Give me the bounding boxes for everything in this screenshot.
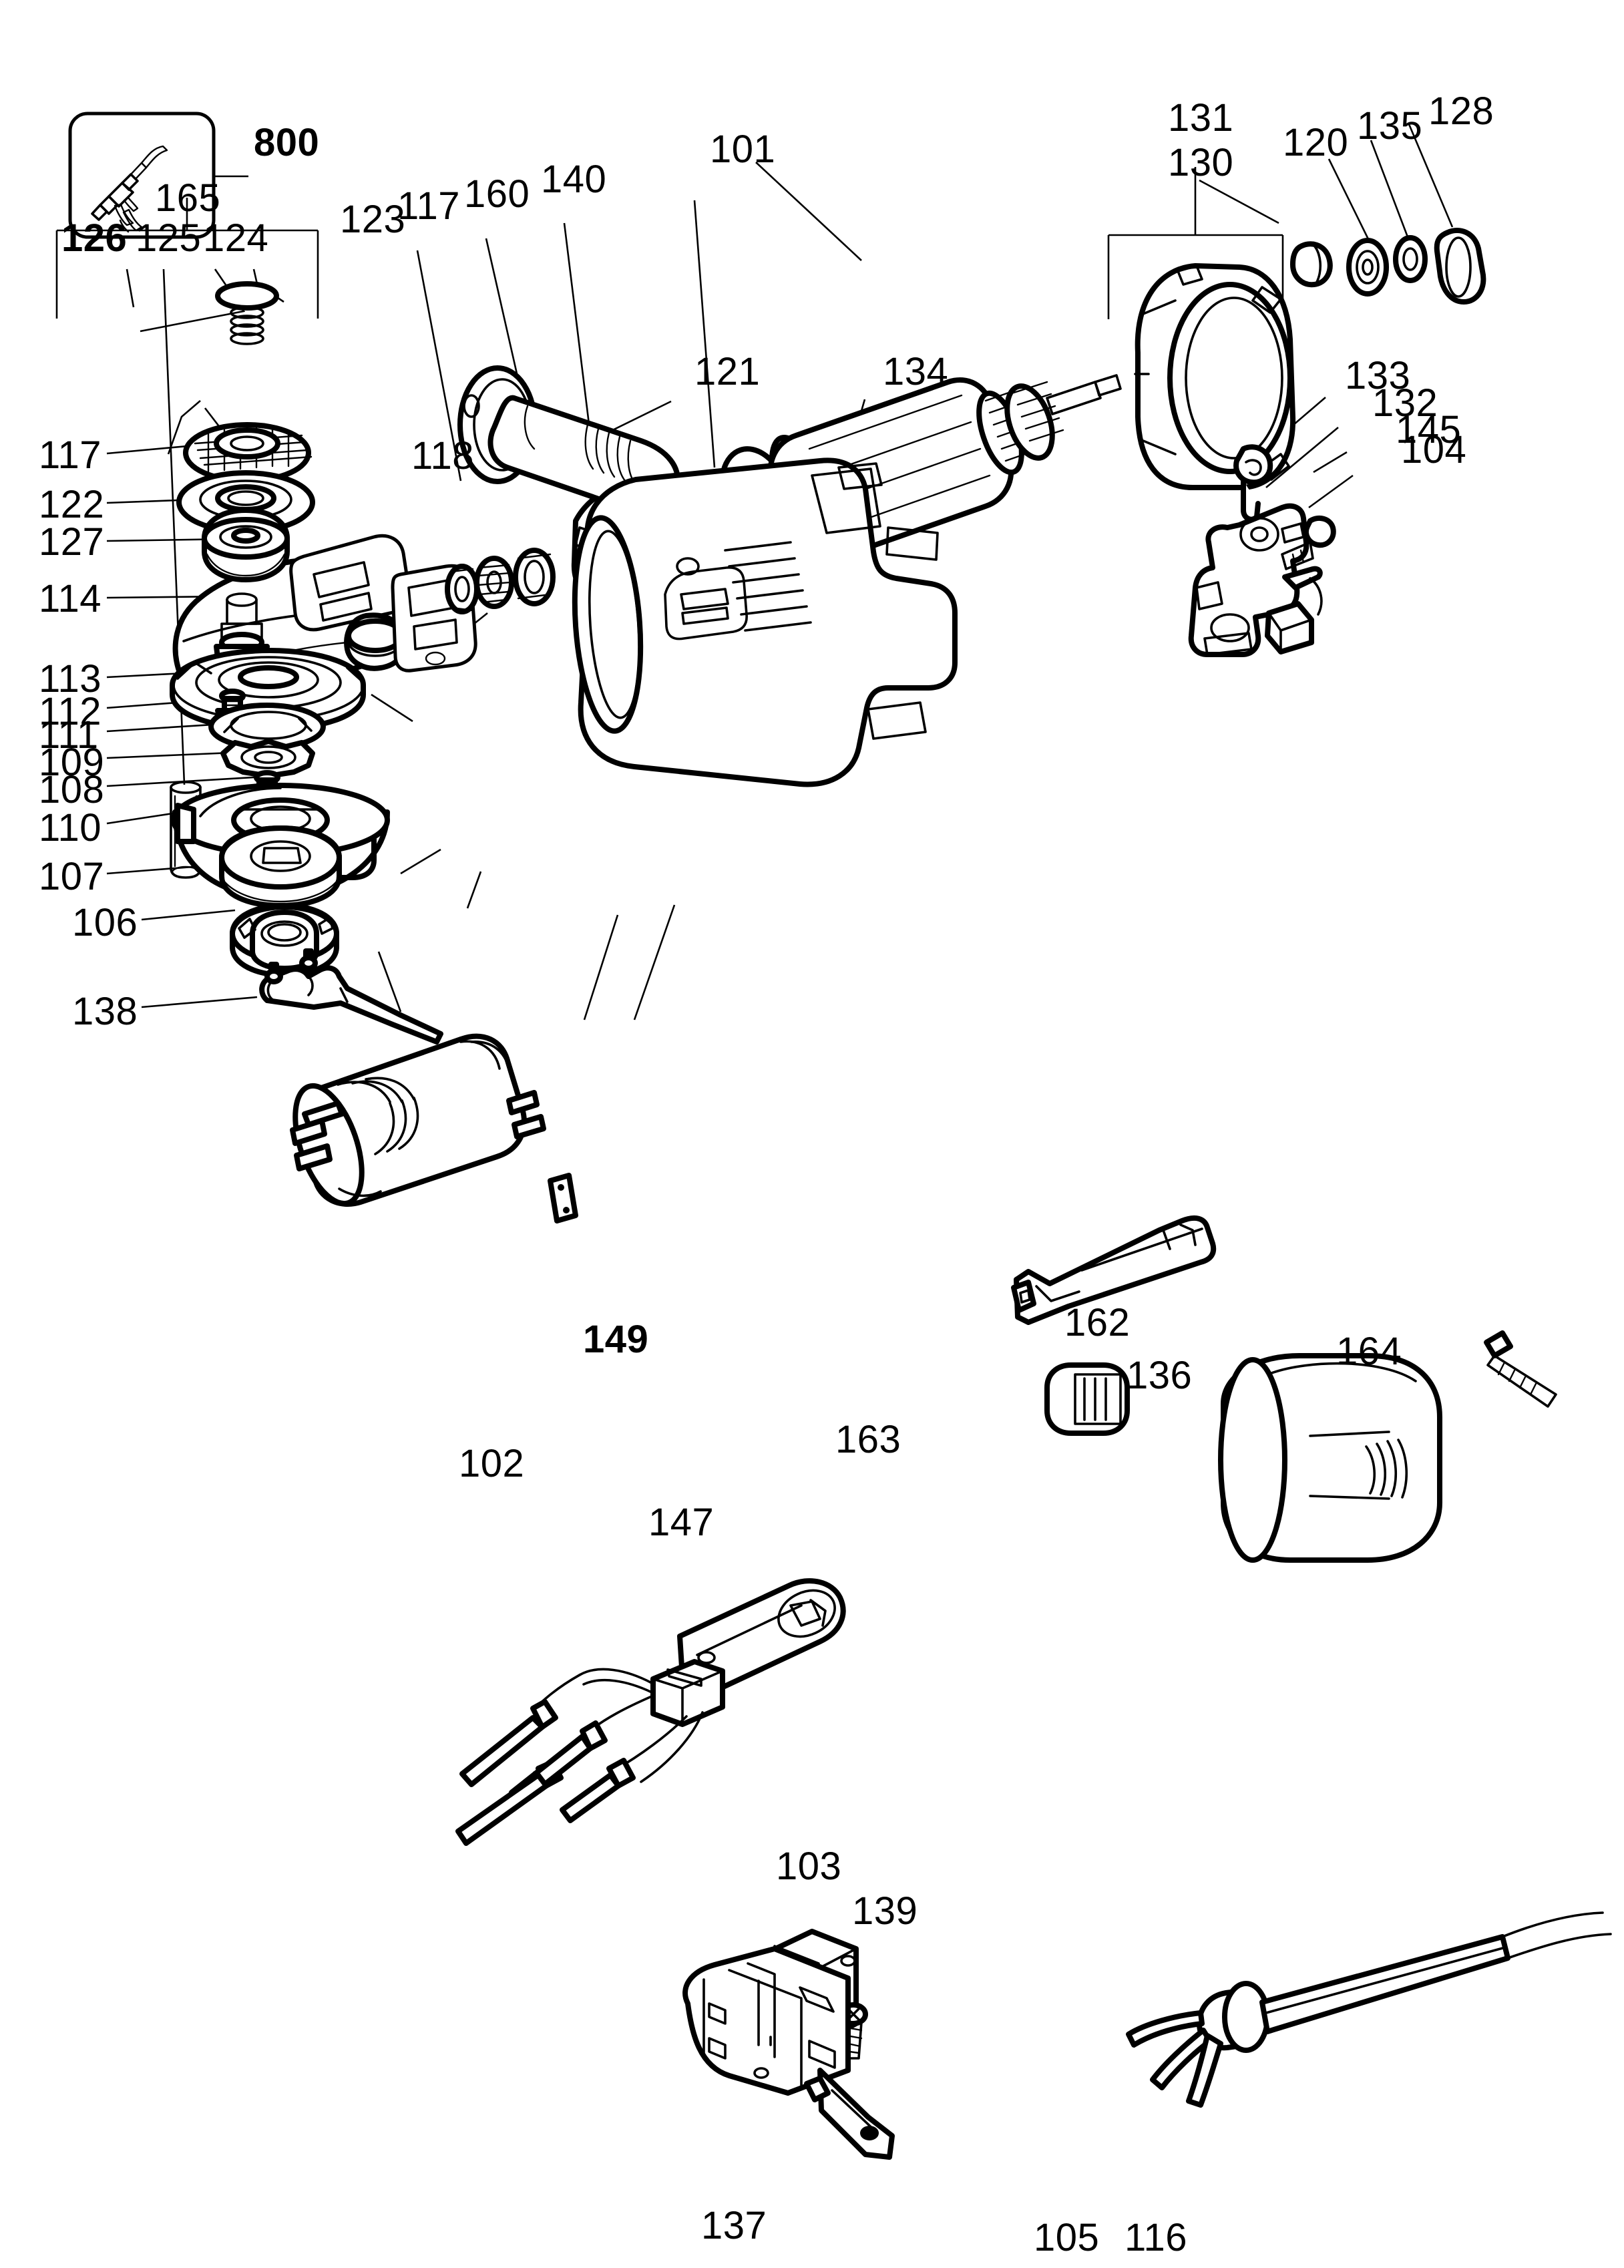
callout-139: 139 bbox=[852, 1889, 918, 1933]
part-127-bearing bbox=[202, 508, 290, 582]
part-109-lock-washer bbox=[220, 739, 315, 779]
callout-164: 164 bbox=[1336, 1330, 1402, 1373]
callout-121: 121 bbox=[694, 350, 761, 393]
callout-125: 125 bbox=[136, 216, 202, 260]
part-117-top-bearing bbox=[474, 556, 514, 609]
callout-140: 140 bbox=[541, 158, 607, 201]
callout-120: 120 bbox=[1283, 121, 1349, 164]
callout-147: 147 bbox=[648, 1501, 715, 1544]
callout-122: 122 bbox=[39, 483, 105, 526]
callout-117-left: 117 bbox=[39, 433, 102, 477]
callout-107: 107 bbox=[39, 855, 105, 898]
callout-116: 116 bbox=[1125, 2216, 1187, 2259]
part-123-retainer bbox=[445, 564, 479, 614]
part-164-screw bbox=[1484, 1330, 1557, 1408]
callout-135: 135 bbox=[1357, 104, 1423, 148]
part-107-outer-flange bbox=[219, 825, 342, 908]
inset-box-frame bbox=[68, 112, 216, 239]
callout-109: 109 bbox=[39, 741, 105, 784]
callout-163: 163 bbox=[835, 1418, 901, 1461]
part-149-terminal-plate bbox=[548, 1173, 578, 1223]
callout-102: 102 bbox=[459, 1442, 525, 1485]
part-105-116-cord bbox=[1126, 1911, 1612, 2108]
callout-137: 137 bbox=[701, 2204, 767, 2247]
callout-124: 124 bbox=[203, 216, 269, 260]
callout-160: 160 bbox=[464, 172, 530, 216]
callout-111: 111 bbox=[39, 713, 99, 757]
callout-101: 101 bbox=[710, 128, 776, 171]
callout-114: 114 bbox=[39, 577, 102, 620]
part-162-lever bbox=[1011, 1215, 1217, 1325]
callout-149: 149 bbox=[583, 1318, 649, 1361]
part-104-carbon-brush bbox=[1265, 566, 1323, 654]
bracket-165 bbox=[55, 198, 319, 319]
part-136-end-cap bbox=[1218, 1353, 1442, 1563]
callout-130: 130 bbox=[1168, 141, 1234, 184]
callout-103: 103 bbox=[776, 1845, 842, 1888]
callout-131: 131 bbox=[1168, 96, 1234, 140]
callout-162: 162 bbox=[1064, 1301, 1131, 1344]
callout-108: 108 bbox=[39, 768, 105, 811]
part-147-electronic-module bbox=[455, 1578, 846, 1846]
callout-118: 118 bbox=[411, 434, 474, 478]
part-135-bearing bbox=[1346, 238, 1389, 297]
part-128-washer bbox=[1393, 228, 1486, 305]
part-163-switch-button bbox=[1044, 1362, 1130, 1436]
callout-145: 145 bbox=[1396, 408, 1462, 451]
callout-128: 128 bbox=[1428, 89, 1494, 133]
part-134-motor-housing bbox=[572, 457, 958, 787]
callout-113: 113 bbox=[39, 657, 102, 701]
callout-110: 110 bbox=[39, 806, 102, 849]
callout-112: 112 bbox=[39, 690, 102, 733]
callout-126: 126 bbox=[61, 216, 128, 260]
part-137-switch-housing bbox=[682, 1946, 895, 2160]
callout-104: 104 bbox=[1401, 428, 1467, 471]
callout-138: 138 bbox=[72, 990, 138, 1033]
callout-165: 165 bbox=[155, 176, 221, 220]
callout-134: 134 bbox=[883, 350, 949, 393]
callout-133: 133 bbox=[1345, 354, 1411, 397]
part-160-sleeve bbox=[513, 548, 556, 606]
part-132-brush-holder bbox=[1188, 503, 1309, 657]
part-124-o-ring bbox=[215, 281, 279, 311]
callout-117-top: 117 bbox=[397, 184, 460, 228]
part-138-spanner-wrench bbox=[259, 948, 443, 1045]
artwork-parts bbox=[170, 228, 1612, 2160]
callout-136: 136 bbox=[1127, 1354, 1193, 1397]
part-122-bearing-plate bbox=[176, 470, 315, 534]
part-106-inner-flange bbox=[230, 903, 339, 978]
part-120-bumper bbox=[1290, 241, 1333, 288]
inset-box-800 bbox=[68, 112, 248, 239]
callout-123: 123 bbox=[340, 198, 406, 241]
part-130-fan-baffle bbox=[1134, 263, 1296, 490]
callout-105: 105 bbox=[1034, 2216, 1100, 2259]
part-125-spring bbox=[230, 306, 264, 345]
callout-127: 127 bbox=[39, 520, 105, 564]
callout-132: 132 bbox=[1372, 381, 1438, 425]
part-145-screw bbox=[1281, 515, 1336, 570]
callout-800: 800 bbox=[254, 121, 320, 164]
part-102-field-coil bbox=[290, 1033, 546, 1207]
callout-106: 106 bbox=[72, 901, 138, 944]
